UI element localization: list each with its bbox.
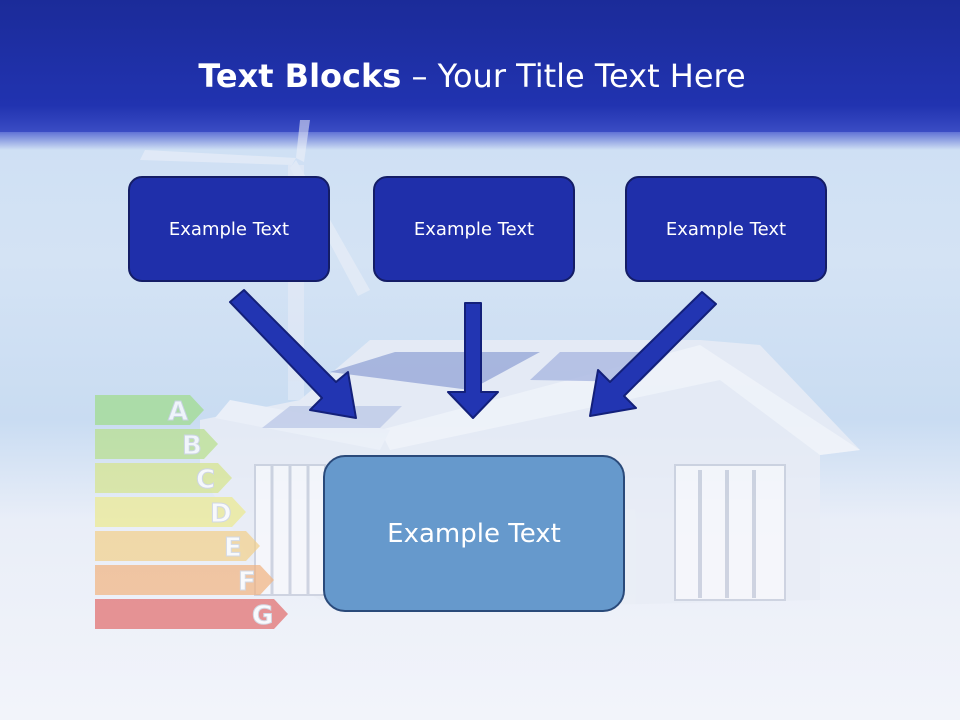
energy-label-g: G: [252, 601, 273, 631]
energy-label-e: E: [224, 533, 242, 563]
energy-label-b: B: [182, 431, 202, 461]
energy-label-d: D: [210, 499, 232, 529]
energy-label-c: C: [196, 465, 215, 495]
text-block-right[interactable]: Example Text: [625, 176, 827, 282]
energy-label-f: F: [238, 567, 256, 597]
energy-bar-d: [95, 497, 246, 527]
title-dash: –: [401, 57, 438, 95]
text-block-center-label: Example Text: [413, 218, 535, 240]
text-block-main[interactable]: Example Text: [323, 455, 625, 612]
text-block-main-label: Example Text: [387, 518, 561, 549]
text-block-left[interactable]: Example Text: [128, 176, 330, 282]
energy-bar-a: [95, 395, 204, 425]
title-bold: Text Blocks: [198, 57, 402, 95]
text-block-left-label: Example Text: [168, 218, 290, 240]
slide-title: Text Blocks – Your Title Text Here: [0, 54, 944, 98]
energy-label-a: A: [168, 397, 188, 427]
title-rest: Your Title Text Here: [437, 57, 746, 95]
energy-bar-c: [95, 463, 232, 493]
energy-bar-g: [95, 599, 288, 629]
text-block-center[interactable]: Example Text: [373, 176, 575, 282]
energy-bar-b: [95, 429, 218, 459]
header-band: [0, 0, 960, 132]
energy-bar-e: [95, 531, 260, 561]
energy-bar-f: [95, 565, 274, 595]
text-block-right-label: Example Text: [665, 218, 787, 240]
